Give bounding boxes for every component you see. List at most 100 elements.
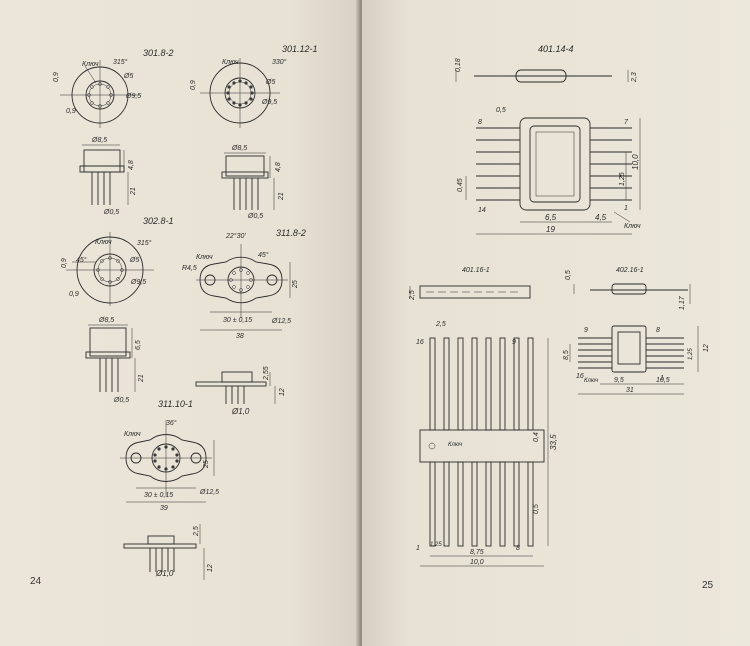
svg-text:21: 21	[130, 187, 137, 196]
svg-text:Ø5: Ø5	[129, 257, 139, 264]
svg-text:Ключ: Ключ	[584, 378, 598, 384]
svg-text:0,9: 0,9	[69, 291, 79, 298]
svg-text:22°30': 22°30'	[225, 232, 246, 240]
drawing-301-8-2: 301.8-2 315° Ключ 0,9 0,9 Ø5 Ø9,5 Ø8,5	[53, 48, 174, 216]
svg-text:21: 21	[278, 192, 285, 201]
svg-text:25: 25	[203, 460, 210, 469]
svg-text:21: 21	[138, 374, 145, 383]
svg-text:8: 8	[516, 545, 520, 552]
svg-text:Ø8,5: Ø8,5	[98, 317, 114, 324]
svg-text:311.10-1: 311.10-1	[158, 399, 193, 409]
svg-text:16: 16	[416, 339, 424, 346]
svg-text:6,5: 6,5	[135, 340, 142, 350]
svg-text:0,9: 0,9	[61, 258, 68, 268]
svg-text:45°: 45°	[258, 251, 269, 259]
key-label: Ключ	[82, 61, 99, 68]
svg-text:302.8-1: 302.8-1	[143, 216, 174, 226]
svg-text:1: 1	[416, 545, 420, 552]
svg-text:30 ± 0,15: 30 ± 0,15	[144, 492, 173, 499]
right-page: 401.14-4 0,18 2,3 0,5 8 7 1	[362, 0, 750, 646]
svg-text:Ø1,0: Ø1,0	[155, 569, 174, 578]
drawing-402-16-1: 402.16-1 0,5 1,17 9 8 16 1 12	[563, 267, 710, 395]
svg-text:0,9: 0,9	[190, 80, 197, 90]
svg-text:Ключ: Ключ	[196, 254, 213, 261]
svg-text:301.12-1: 301.12-1	[282, 44, 318, 54]
svg-text:2,55: 2,55	[263, 366, 270, 381]
svg-text:19: 19	[546, 225, 555, 234]
svg-text:Ключ: Ключ	[448, 442, 462, 448]
svg-text:Ключ: Ключ	[124, 431, 141, 438]
svg-text:Ключ: Ключ	[624, 223, 641, 230]
svg-text:311.8-2: 311.8-2	[276, 228, 306, 238]
svg-text:38: 38	[236, 333, 244, 340]
svg-text:4,8: 4,8	[275, 162, 282, 172]
page-number: 25	[702, 580, 714, 591]
svg-text:10,0: 10,0	[631, 154, 640, 170]
svg-text:33,5: 33,5	[549, 434, 558, 450]
svg-text:6,5: 6,5	[545, 213, 557, 222]
svg-text:1,25: 1,25	[619, 172, 626, 186]
svg-text:0,4: 0,4	[533, 432, 540, 442]
svg-text:16: 16	[576, 373, 584, 380]
svg-text:330°: 330°	[272, 58, 287, 66]
svg-text:Ø0,5: Ø0,5	[103, 209, 119, 216]
drawing-title: 301.8-2	[143, 48, 174, 58]
svg-text:8,75: 8,75	[470, 549, 484, 556]
svg-text:0,5: 0,5	[565, 270, 572, 280]
left-page-drawings: 301.8-2 315° Ключ 0,9 0,9 Ø5 Ø9,5 Ø8,5	[53, 44, 318, 580]
svg-text:Ø0,5: Ø0,5	[247, 213, 263, 220]
svg-text:4,5: 4,5	[595, 213, 607, 222]
svg-text:Ø9,5: Ø9,5	[261, 99, 277, 106]
drawing-401-14-4: 401.14-4 0,18 2,3 0,5 8 7 1	[455, 44, 641, 235]
svg-text:14: 14	[478, 207, 486, 214]
book-gutter	[356, 0, 366, 646]
svg-text:2,5: 2,5	[193, 526, 200, 537]
svg-text:Ø8,5: Ø8,5	[231, 145, 247, 152]
svg-text:31: 31	[626, 387, 634, 394]
svg-text:25: 25	[292, 280, 299, 289]
svg-text:R4,5: R4,5	[182, 265, 197, 272]
svg-text:0,9: 0,9	[53, 72, 60, 82]
drawing-311-8-2: 311.8-2 22°30' 45° Ключ R4,5 25 30 ± 0,1	[182, 228, 306, 416]
svg-text:12: 12	[279, 388, 286, 396]
svg-text:315°: 315°	[137, 239, 152, 247]
svg-text:Ø12,5: Ø12,5	[199, 489, 219, 496]
svg-text:401.14-4: 401.14-4	[538, 44, 574, 54]
svg-text:1: 1	[660, 375, 664, 382]
svg-text:0,5: 0,5	[533, 504, 540, 514]
svg-text:0,5: 0,5	[496, 107, 506, 114]
svg-text:12: 12	[207, 564, 214, 572]
svg-text:Ключ: Ключ	[222, 59, 239, 66]
svg-text:0,18: 0,18	[455, 58, 462, 72]
svg-text:2,3: 2,3	[631, 72, 638, 83]
svg-text:10,5: 10,5	[656, 377, 670, 384]
svg-text:4,8: 4,8	[128, 160, 135, 170]
svg-text:1: 1	[624, 205, 628, 212]
svg-text:1,17: 1,17	[679, 295, 686, 310]
svg-text:401.16-1: 401.16-1	[462, 267, 490, 274]
svg-text:0,45: 0,45	[457, 178, 464, 192]
left-page: 301.8-2 315° Ключ 0,9 0,9 Ø5 Ø9,5 Ø8,5	[0, 0, 360, 646]
drawing-401-16-1: 401.16-1 2,5 2,5 16 9 Ключ	[409, 267, 558, 567]
svg-text:9,5: 9,5	[614, 377, 624, 384]
right-page-drawings: 401.14-4 0,18 2,3 0,5 8 7 1	[409, 44, 710, 567]
svg-text:Ø8,5: Ø8,5	[91, 137, 107, 144]
svg-text:Ø12,5: Ø12,5	[271, 318, 291, 325]
svg-text:8: 8	[656, 327, 660, 334]
drawing-302-8-1: 302.8-1 315° Ключ 0,9 0,9 45° Ø5 Ø9,5 Ø8…	[61, 216, 174, 404]
svg-text:2,5: 2,5	[409, 290, 416, 301]
page-number: 24	[30, 576, 42, 587]
svg-text:Ø9,5: Ø9,5	[125, 93, 141, 100]
svg-text:0,9: 0,9	[66, 108, 76, 115]
svg-text:8,5: 8,5	[563, 350, 570, 360]
svg-text:Ø9,5: Ø9,5	[130, 279, 146, 286]
drawing-301-12-1: 301.12-1 330° Ключ 0,9 Ø5 Ø9,5 Ø8,5	[190, 44, 318, 220]
svg-text:9: 9	[584, 327, 588, 334]
svg-text:Ключ: Ключ	[95, 239, 112, 246]
svg-text:1,25: 1,25	[688, 348, 694, 360]
svg-text:30 ± 0,15: 30 ± 0,15	[223, 317, 252, 324]
angle-label: 315°	[113, 58, 128, 66]
svg-text:39: 39	[160, 505, 168, 512]
svg-text:Ø5: Ø5	[123, 73, 133, 80]
